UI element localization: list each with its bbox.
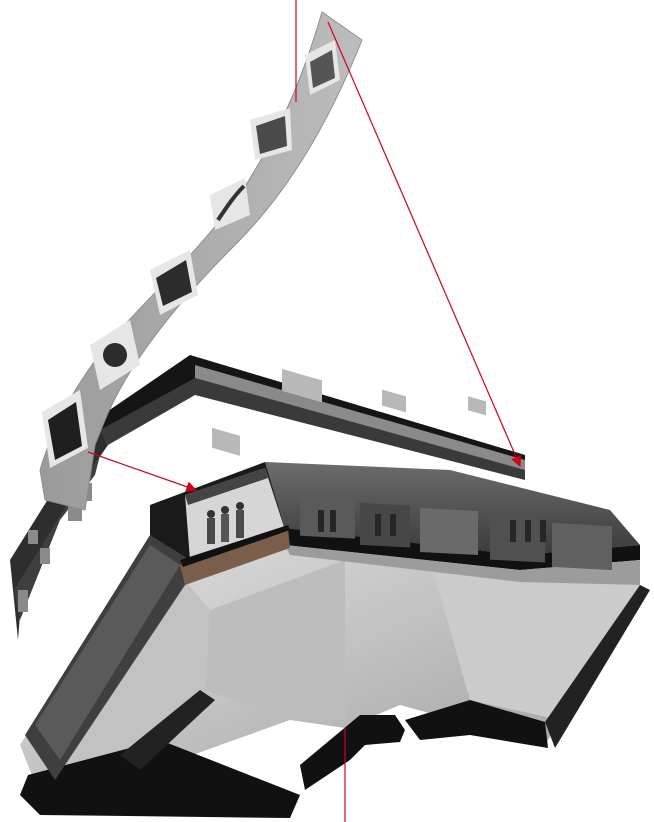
figure <box>221 506 229 542</box>
figure <box>236 502 244 538</box>
callout-arrow-right <box>328 22 520 466</box>
figure <box>207 510 215 544</box>
callout-arrow-left <box>88 452 196 490</box>
